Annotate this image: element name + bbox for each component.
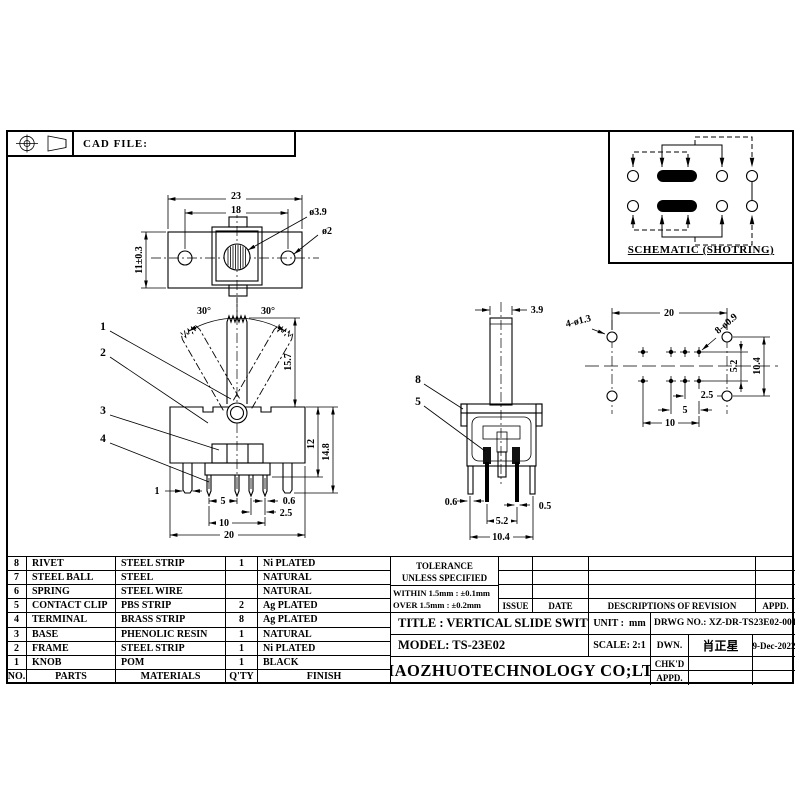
revision-col-issue: ISSUE <box>499 599 533 613</box>
title-block: TOLERANCE UNLESS SPECIFIED WITHIN 1.5mm … <box>390 556 795 685</box>
revision-cell <box>756 571 795 585</box>
revision-cell <box>533 585 589 599</box>
revision-col-descriptions: DESCRIPTIONS OF REVISION <box>589 599 756 613</box>
tolerance-values: WITHIN 1.5mm : ±0.1mm OVER 1.5mm : ±0.2m… <box>391 586 499 613</box>
revision-cell <box>589 571 756 585</box>
revision-cell <box>756 585 795 599</box>
projection-symbol <box>8 132 74 155</box>
drawing-title: TITLE : VERTICAL SLIDE SWITCH <box>391 613 589 635</box>
scale-label: SCALE: <box>593 640 630 651</box>
scale-cell: SCALE: 2:1 <box>589 635 651 657</box>
revision-col-date: DATE <box>533 599 589 613</box>
dwn-date: 9-Dec-2022 <box>753 635 795 657</box>
cad-file-box: CAD FILE: <box>6 130 296 157</box>
dwn-name: 肖正星 <box>689 635 753 657</box>
drwg-no-cell: DRWG NO.: XZ-DR-TS23E02-001 <box>651 613 795 635</box>
appd-name-cell <box>689 671 753 685</box>
revision-cell <box>533 557 589 571</box>
appd-label: APPD. <box>651 671 689 685</box>
model-cell: MODEL: TS-23E02 <box>391 635 589 657</box>
unit-value: mm <box>628 618 646 629</box>
unit-label: UNIT : <box>593 618 624 629</box>
unit-cell: UNIT : mm <box>589 613 651 635</box>
revision-cell <box>499 557 533 571</box>
cad-file-label: CAD FILE: <box>83 137 148 150</box>
schematic-box <box>608 130 794 264</box>
schematic-caption: SCHEMATIC (SHOTRING) <box>627 244 775 256</box>
third-angle-projection-icon <box>16 134 67 153</box>
revision-col-appd: APPD. <box>756 599 795 613</box>
tolerance-note: TOLERANCE UNLESS SPECIFIED <box>391 557 499 586</box>
scale-value: 2:1 <box>632 640 646 651</box>
chkd-label: CHK'D <box>651 657 689 671</box>
revision-cell <box>533 571 589 585</box>
chkd-date-cell <box>753 657 795 671</box>
revision-cell <box>499 585 533 599</box>
appd-date-cell <box>753 671 795 685</box>
revision-cell <box>499 571 533 585</box>
dwn-label: DWN. <box>651 635 689 657</box>
sheet-border <box>6 130 794 684</box>
revision-cell <box>589 557 756 571</box>
drwg-no-label: DRWG NO.: <box>654 618 707 628</box>
company-name: XIAOZHUOTECHNOLOGY CO;LTD <box>391 657 651 685</box>
chkd-name-cell <box>689 657 753 671</box>
revision-cell <box>756 557 795 571</box>
revision-cell <box>589 585 756 599</box>
drwg-no-value: XZ-DR-TS23E02-001 <box>708 618 795 628</box>
